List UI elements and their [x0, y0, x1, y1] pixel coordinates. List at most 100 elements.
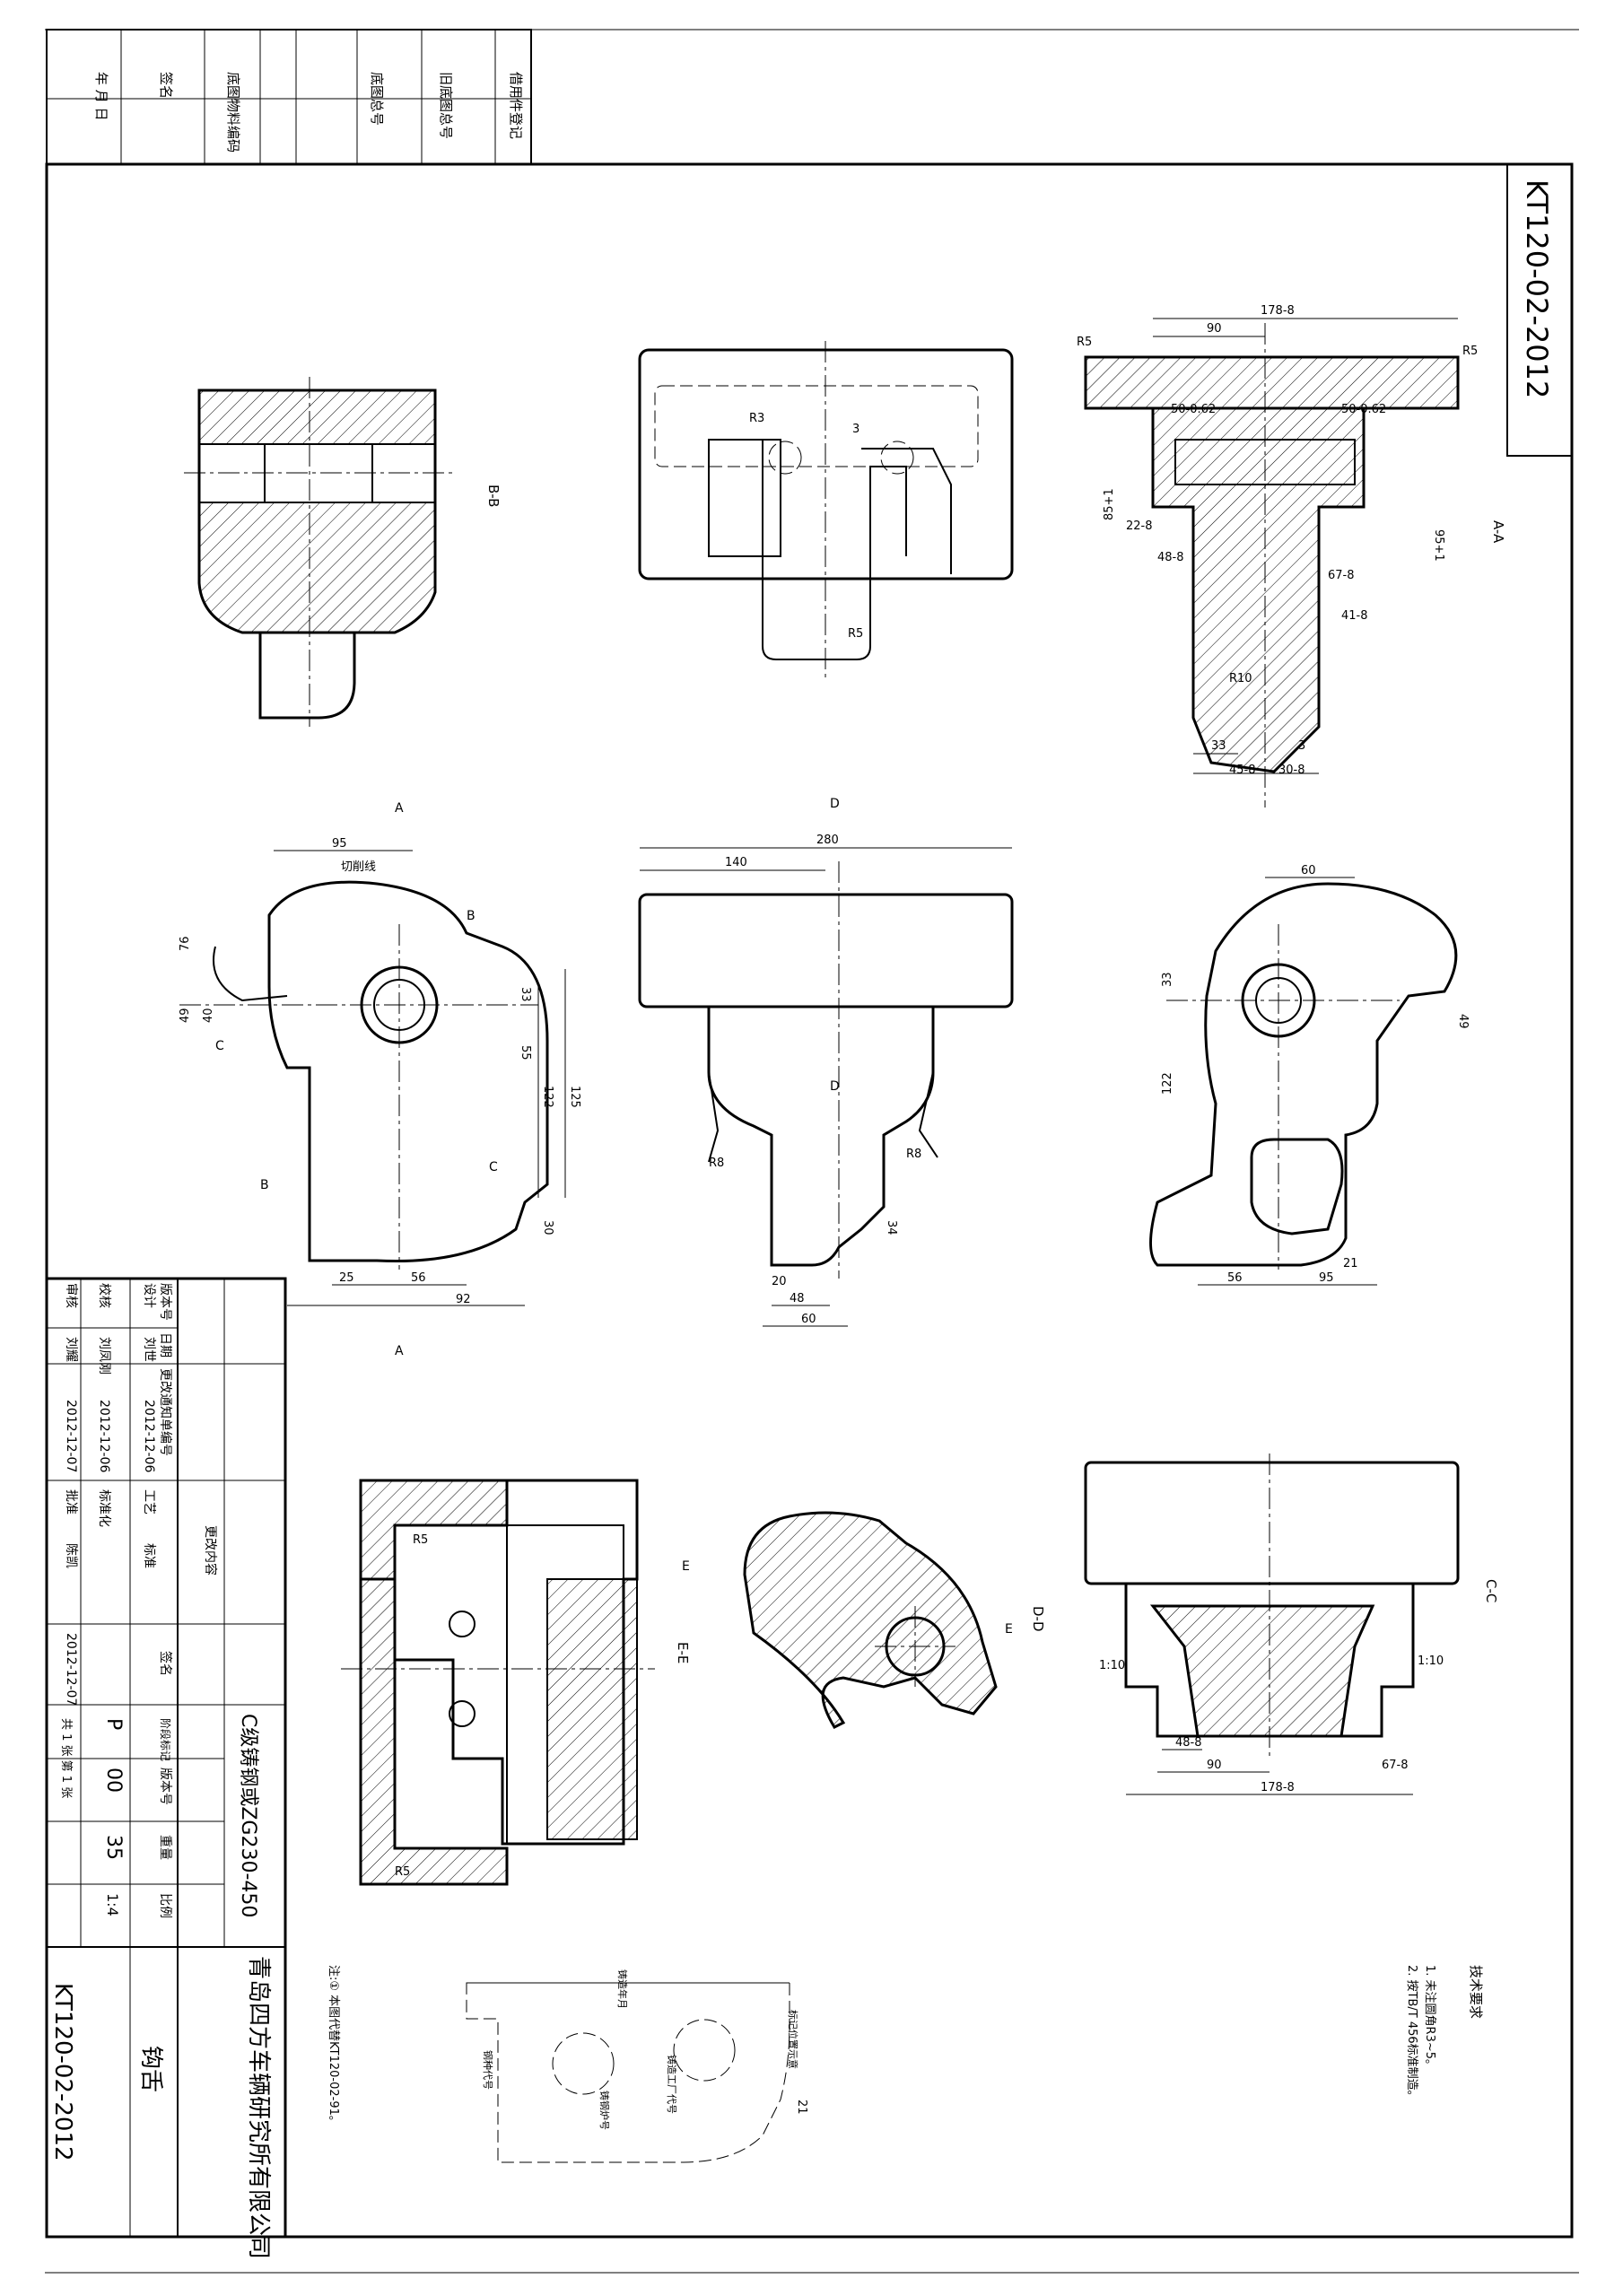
tb-approve-name: 陈凯 [64, 1543, 79, 1568]
dim-right-122: 122 [1161, 1072, 1174, 1095]
dim-dd-r8-left: R8 [709, 1157, 724, 1170]
tb-weight-label: 重量 [158, 1835, 172, 1860]
dim-right-95: 95 [1319, 1271, 1334, 1285]
view-dd: 280 140 48 60 20 34 R8 R8 D D [638, 797, 1014, 1327]
dim-aa-r5-left: R5 [1077, 336, 1092, 349]
dim-right-56: 56 [1227, 1271, 1243, 1285]
dim-tm-3: 3 [852, 423, 859, 436]
dim-main-49: 49 [179, 1008, 192, 1023]
tb-drawing-number: KT120-02-2012 [49, 1983, 76, 2161]
view-bb: B-B [184, 377, 502, 727]
tb-name-audit: 刘耀 [64, 1337, 78, 1362]
tb-craft: 工艺 [142, 1489, 156, 1515]
tb-col-change-id: 更改通知单编号 [158, 1368, 173, 1456]
mark-label-5: 钢种代号 [482, 2050, 494, 2090]
title-block: 审核 校核 设计 版本号 日期 更改通知单编号 更改内容 签名 刘世 刘凤刚 刘… [45, 1277, 287, 2259]
dim-dd-280: 280 [816, 834, 839, 847]
tb-material: C级铸钢或ZG230-450 [237, 1714, 259, 1917]
strip-label-date: 年 月 日 [93, 72, 109, 121]
dim-aa-41: 41-8 [1341, 609, 1368, 623]
dim-main-95: 95 [332, 837, 347, 851]
mark-label-4: 标记位置示意 [787, 2010, 799, 2069]
tb-company: 青岛四方车辆研究所有限公司 [245, 1956, 272, 2259]
tb-date-audit: 2012-12-07 [64, 1400, 78, 1472]
dim-dd-140: 140 [725, 856, 747, 869]
view-aa: 178-8 90 50-0.62 50-0.62 85+1 95+1 67-8 … [1077, 304, 1506, 808]
dim-dd-60: 60 [801, 1313, 816, 1326]
dim-right-33: 33 [1161, 972, 1174, 987]
label-cc: C-C [1483, 1579, 1499, 1602]
tb-scale: 1:4 [104, 1893, 121, 1916]
dim-dd-r8-right: R8 [906, 1148, 921, 1161]
label-c-mark-right: C [489, 1160, 498, 1174]
label-bb: B-B [485, 485, 502, 507]
dim-dd-20: 20 [772, 1275, 787, 1288]
label-e-mark-bottom: E [1005, 1622, 1013, 1637]
dim-main-92: 92 [456, 1293, 471, 1306]
view-top-middle: R3 3 R5 [638, 341, 1014, 682]
tb-scale-label: 比例 [158, 1893, 172, 1918]
dim-right-60: 60 [1301, 864, 1316, 877]
dim-main-30: 30 [541, 1220, 554, 1235]
dim-cc-110a: 1:10 [1099, 1659, 1125, 1672]
notes-item-1: 1. 未注圆角R3~5。 [1423, 1965, 1436, 2071]
label-dd: D-D [1030, 1606, 1046, 1632]
mark-label-3: 铸造工厂代号 [666, 2055, 678, 2114]
dim-aa-95: 95+1 [1432, 529, 1445, 562]
tb-approve: 批准 [64, 1489, 78, 1515]
view-ee: E E D-D E-E [675, 1511, 1046, 1729]
tb-version-label: 版本号 [158, 1768, 172, 1805]
label-ee: E-E [675, 1642, 691, 1663]
notes-bottom: 注:① 本图代替KT120-02-91。 [327, 1965, 340, 2127]
tb-date-design: 2012-12-06 [142, 1400, 156, 1472]
dim-cc-48: 48-8 [1175, 1736, 1202, 1750]
tb-role-check: 校核 [97, 1283, 112, 1308]
dim-dd-48: 48 [790, 1292, 805, 1305]
marking-sketch: 铸造年月 钢种代号 铸钢炉号 铸造工厂代号 标记位置示意 21 [466, 1969, 808, 2163]
dim-aa-48: 48-8 [1157, 551, 1184, 564]
dim-aa-50a: 50-0.62 [1171, 403, 1216, 416]
notes-block: 技术要求 1. 未注圆角R3~5。 2. 按TB/T 456标准制造。 注:① … [327, 1965, 1484, 2127]
tb-name-check: 刘凤刚 [97, 1337, 111, 1375]
dim-dd-34: 34 [885, 1220, 898, 1235]
notes-item-2: 2. 按TB/T 456标准制造。 [1405, 1965, 1418, 2102]
label-e-mark-top: E [682, 1559, 690, 1574]
strip-label-material-code: 底图物料编码 [225, 72, 241, 153]
dim-aa-50b: 50-0.62 [1341, 403, 1386, 416]
left-registration-strip: 借用件登记 旧底图总号 底图总号 底图物料编码 签名 年 月 日 [46, 29, 532, 165]
dim-aa-22: 22-8 [1126, 519, 1153, 533]
dim-main-56: 56 [411, 1271, 426, 1285]
tb-approve-date: 2012-12-07 [64, 1633, 78, 1706]
mark-dim-21: 21 [795, 2100, 808, 2115]
dim-aa-r5-right: R5 [1462, 345, 1478, 358]
dim-main-40: 40 [202, 1008, 215, 1023]
label-c-mark-left: C [215, 1039, 224, 1053]
drawing-number-box: KT120-02-2012 [1506, 163, 1573, 457]
dim-main-55: 55 [519, 1045, 532, 1061]
dim-main-25: 25 [339, 1271, 354, 1285]
view-bottom-left: R5 R5 [341, 1479, 655, 1886]
label-d-mark-mid: D [830, 1079, 840, 1094]
label-a-mark-top: A [395, 801, 404, 816]
label-d-mark-top: D [830, 797, 840, 811]
tb-col-version: 版本号 [158, 1283, 172, 1321]
tb-standard: 标准化 [97, 1489, 111, 1527]
view-main-left: 95 切削线 76 49 40 33 55 122 125 30 25 56 9… [179, 801, 581, 1358]
label-b-mark-top: B [467, 909, 476, 923]
label-aa: A-A [1490, 520, 1506, 544]
tb-col-signature: 签名 [158, 1651, 173, 1676]
dim-main-125: 125 [568, 1086, 581, 1108]
tb-role-audit: 审核 [64, 1283, 78, 1308]
mark-label-2: 铸钢炉号 [598, 2091, 611, 2130]
dim-tm-r3: R3 [749, 412, 764, 425]
dim-aa-33: 33 [1211, 739, 1226, 753]
dim-aa-178: 178-8 [1261, 304, 1295, 318]
tb-role-design: 设计 [142, 1283, 156, 1308]
tb-version: 00 [102, 1768, 125, 1793]
dim-aa-85: 85+1 [1103, 488, 1116, 520]
view-cc: 1:10 1:10 48-8 90 67-8 178-8 C-C [1084, 1454, 1499, 1795]
mark-label-1: 铸造年月 [616, 1969, 629, 2009]
dim-aa-r10: R10 [1229, 672, 1252, 685]
dim-main-76: 76 [179, 936, 192, 951]
